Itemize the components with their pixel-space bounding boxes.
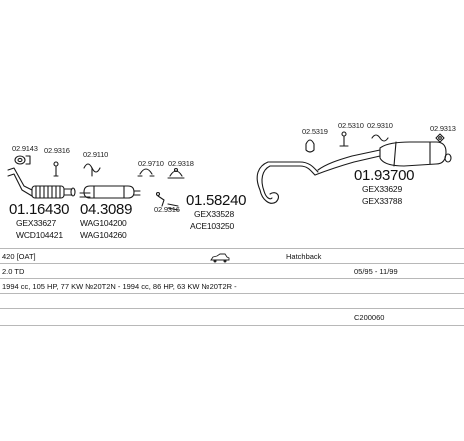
rear-silencer-code: GEX33788 — [362, 196, 402, 206]
middle-silencer-code: WAG104260 — [80, 230, 127, 240]
rear-hanger-1-part[interactable] — [305, 139, 315, 153]
table-rule — [0, 248, 464, 249]
part-ref-label: 02.9143 — [12, 144, 38, 153]
intermediate-pipe-part[interactable] — [167, 203, 179, 211]
part-ref-label: 02.5310 — [338, 121, 364, 130]
front-pipe-code: WCD104421 — [16, 230, 63, 240]
front-pipe-code: GEX33627 — [16, 218, 56, 228]
part-ref-label: 02.9110 — [83, 150, 109, 159]
rear-hanger-3-part[interactable] — [371, 134, 389, 142]
rear-silencer-number: 01.93700 — [354, 167, 415, 184]
part-ref-label: 02.9316 — [44, 146, 70, 155]
front-gasket-part[interactable] — [14, 155, 31, 165]
exhaust-system-diagram — [7, 131, 452, 211]
intermediate-pipe-code: ACE103250 — [190, 221, 235, 231]
clamp-2-part[interactable] — [167, 167, 185, 179]
intermediate-pipe-code: GEX33528 — [194, 209, 234, 219]
vehicle-engine: 2.0 TD — [2, 267, 25, 276]
part-ref-label: 02.9710 — [138, 159, 164, 168]
catalog-code: C200060 — [354, 313, 385, 322]
part-ref-label: 02.5319 — [302, 127, 328, 136]
vehicle-spec: 1994 cc, 105 HP, 77 KW №20T2N - 1994 cc,… — [2, 282, 237, 291]
rear-hanger-2-part[interactable] — [339, 131, 349, 147]
front-pipe-part[interactable] — [7, 167, 76, 199]
car-icon — [210, 253, 230, 263]
rear-silencer-code: GEX33629 — [362, 184, 402, 194]
table-rule — [0, 325, 464, 326]
tail-pipe-part[interactable] — [256, 161, 319, 204]
front-pipe-number: 01.16430 — [9, 201, 70, 218]
middle-silencer-part[interactable] — [79, 185, 141, 199]
vehicle-body: Hatchback — [286, 252, 322, 261]
part-ref-label: 02.9318 — [168, 159, 194, 168]
vehicle-years: 05/95 - 11/99 — [354, 267, 398, 276]
table-rule — [0, 278, 464, 279]
part-ref-label: 02.9316 — [154, 205, 180, 214]
part-ref-label: 02.9310 — [367, 121, 393, 130]
vehicle-model: 420 [OAT] — [2, 252, 36, 261]
table-rule — [0, 293, 464, 294]
clamp-1-part[interactable] — [137, 168, 155, 177]
rear-silencer-part[interactable] — [314, 141, 452, 176]
middle-silencer-code: WAG104200 — [80, 218, 127, 228]
rear-clamp-part[interactable] — [435, 133, 445, 143]
table-rule — [0, 308, 464, 309]
hanger-2-part[interactable] — [83, 163, 101, 177]
table-rule — [0, 263, 464, 264]
hanger-1-part[interactable] — [53, 161, 59, 177]
part-ref-label: 02.9313 — [430, 124, 456, 133]
middle-silencer-number: 04.3089 — [80, 201, 133, 218]
bracket-part[interactable] — [155, 191, 165, 207]
intermediate-pipe-number: 01.58240 — [186, 192, 247, 209]
